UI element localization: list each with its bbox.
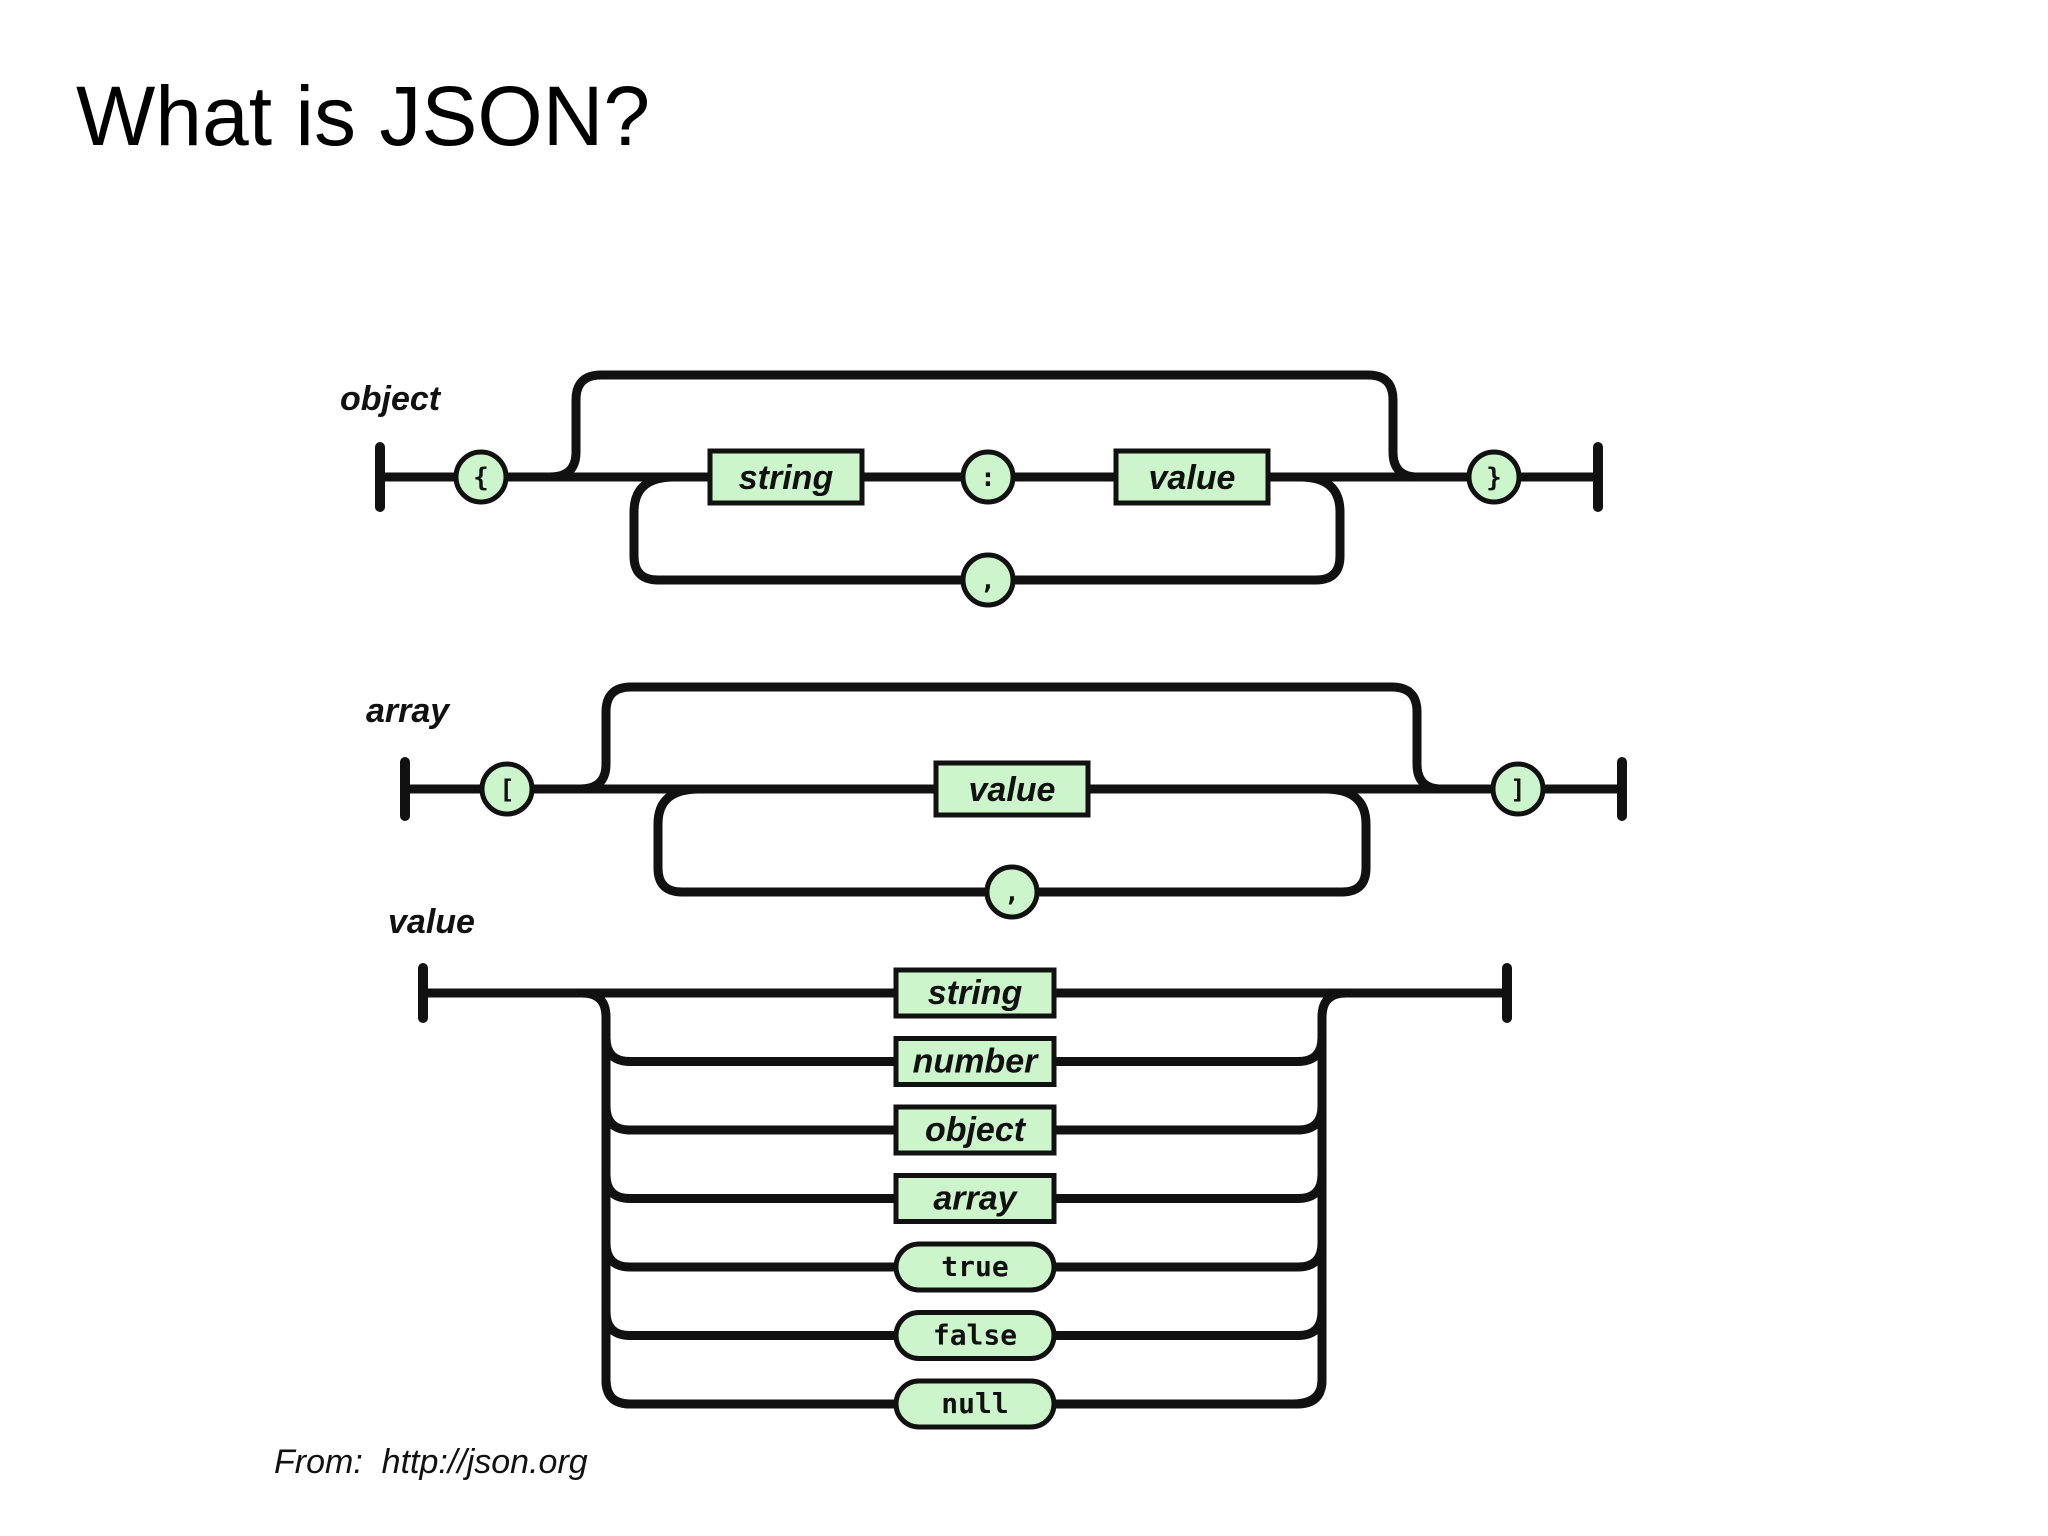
source-caption: From: http://json.org (274, 1443, 588, 1482)
value-option-null-node: null (893, 1378, 1057, 1430)
value-option-false-node: false (893, 1310, 1057, 1361)
source-link[interactable]: http://json.org (381, 1443, 588, 1481)
array-open-bracket-label: [ (499, 775, 515, 805)
array-comma-node: , (984, 864, 1040, 920)
array-bypass-track (575, 682, 1447, 794)
object-comma-label: , (980, 566, 996, 596)
object-value-node: value (1113, 448, 1271, 506)
value-option-array-label: array (933, 1180, 1018, 1218)
object-key-string-label: string (739, 459, 834, 497)
object-railroad: object { string : value , (340, 370, 1603, 608)
object-close-brace-label: } (1486, 463, 1502, 493)
array-value-node: value (933, 760, 1091, 818)
array-value-label: value (969, 771, 1056, 809)
value-option-object-label: object (925, 1111, 1027, 1149)
value-option-array-node: array (893, 1173, 1057, 1224)
value-section-label: value (388, 903, 475, 941)
object-open-brace-label: { (473, 463, 489, 493)
value-option-object-node: object (893, 1104, 1057, 1156)
object-colon-label: : (980, 463, 996, 493)
array-close-bracket-label: ] (1510, 775, 1526, 805)
value-option-string-node: string (893, 967, 1057, 1019)
object-section-label: object (340, 380, 442, 418)
source-prefix: From: (274, 1443, 382, 1481)
array-section-label: array (366, 692, 451, 730)
value-option-number-node: number (893, 1036, 1057, 1087)
array-open-bracket-node: [ (479, 761, 535, 817)
value-option-true-label: true (941, 1250, 1008, 1283)
value-option-string-label: string (928, 974, 1023, 1012)
array-comma-label: , (1004, 878, 1020, 908)
object-close-brace-node: } (1466, 449, 1522, 505)
object-comma-node: , (960, 552, 1016, 608)
object-colon-node: : (960, 449, 1016, 505)
array-close-bracket-node: ] (1490, 761, 1546, 817)
value-railroad: value string number object array true false nu… (388, 903, 1512, 1430)
object-value-label: value (1149, 459, 1236, 497)
value-branches: string number object array true false null (601, 967, 1327, 1430)
value-option-number-label: number (913, 1043, 1039, 1081)
array-railroad: array [ value , ] (366, 682, 1627, 920)
value-option-false-label: false (933, 1319, 1017, 1352)
object-open-brace-node: { (453, 449, 509, 505)
slide-title: What is JSON? (76, 69, 651, 163)
value-option-true-node: true (893, 1241, 1057, 1293)
value-option-null-label: null (941, 1387, 1008, 1420)
object-key-string-node: string (707, 448, 865, 506)
object-bypass-track (545, 370, 1423, 482)
